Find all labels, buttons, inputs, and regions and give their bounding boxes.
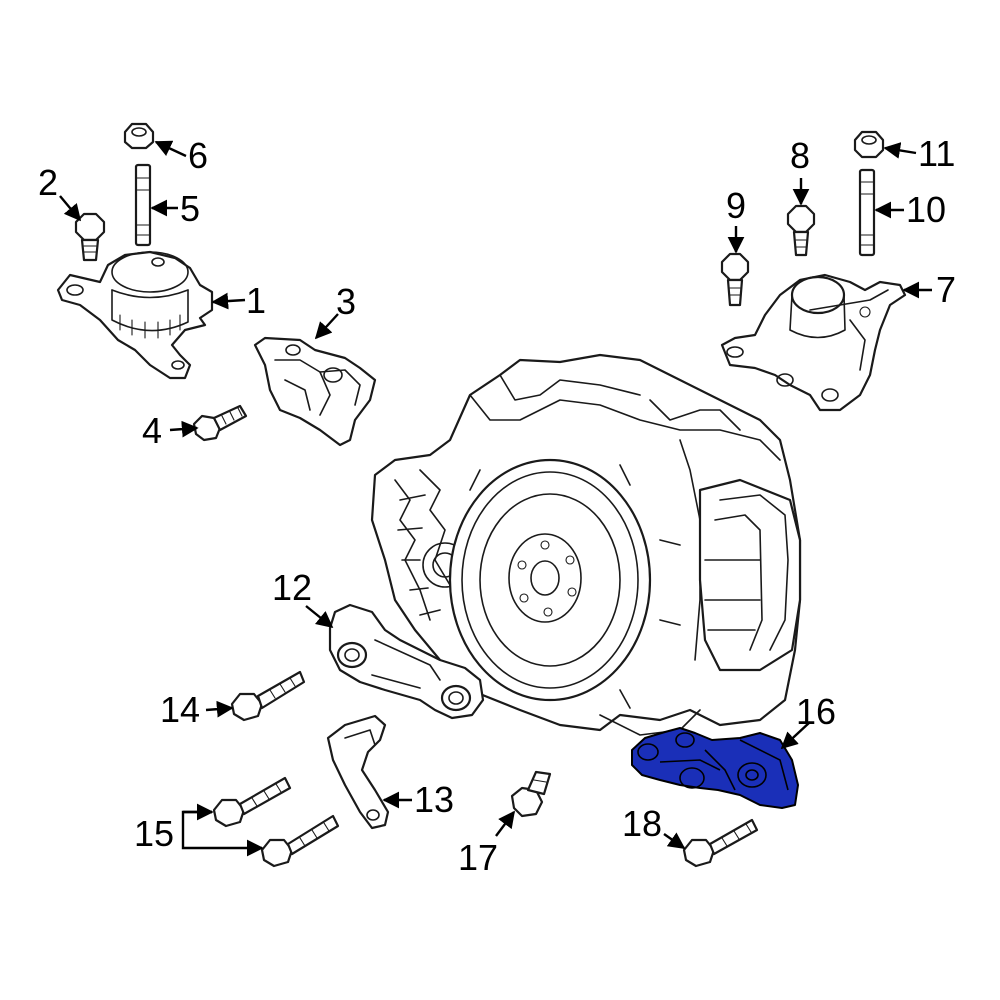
bolt-4 — [192, 404, 248, 442]
callout-8: 8 — [790, 135, 810, 176]
callout-10: 10 — [906, 189, 946, 230]
stud-10 — [858, 168, 876, 257]
callout-11: 11 — [918, 133, 955, 174]
callout-17: 17 — [458, 837, 498, 878]
bolt-2 — [74, 212, 106, 262]
nut-6 — [123, 122, 155, 150]
callout-5: 5 — [180, 188, 200, 229]
callout-12: 12 — [272, 567, 312, 608]
engine-mount-right — [720, 273, 907, 412]
transmission-mount-16-highlighted — [631, 727, 799, 809]
bracket-13 — [326, 714, 390, 830]
callout-labels: 1 2 3 4 5 6 7 8 9 10 11 12 13 14 15 16 1… — [38, 133, 956, 878]
bolt-14 — [230, 670, 306, 722]
callout-4: 4 — [142, 410, 162, 451]
callout-9: 9 — [726, 185, 746, 226]
bolt-17 — [510, 770, 552, 818]
callout-16: 16 — [796, 691, 836, 732]
torque-rod-12 — [328, 603, 485, 720]
stud-5 — [134, 163, 152, 247]
callout-1: 1 — [246, 280, 266, 321]
callout-18: 18 — [622, 803, 662, 844]
bolt-8 — [786, 204, 816, 257]
engine-mount-left — [56, 250, 214, 380]
leader-lines — [59, 140, 932, 857]
bolt-15-upper — [212, 776, 292, 828]
nut-11 — [853, 130, 885, 159]
mount-bracket-3 — [253, 336, 377, 447]
callout-15: 15 — [134, 813, 174, 854]
callout-6: 6 — [188, 135, 208, 176]
bolt-9 — [720, 252, 750, 307]
bolt-15-lower — [260, 814, 340, 868]
transmission-assembly — [370, 353, 802, 736]
callout-13: 13 — [414, 779, 454, 820]
bolt-18 — [682, 818, 759, 868]
callout-2: 2 — [38, 162, 58, 203]
callout-3: 3 — [336, 281, 356, 322]
callout-7: 7 — [936, 269, 956, 310]
callout-14: 14 — [160, 689, 200, 730]
